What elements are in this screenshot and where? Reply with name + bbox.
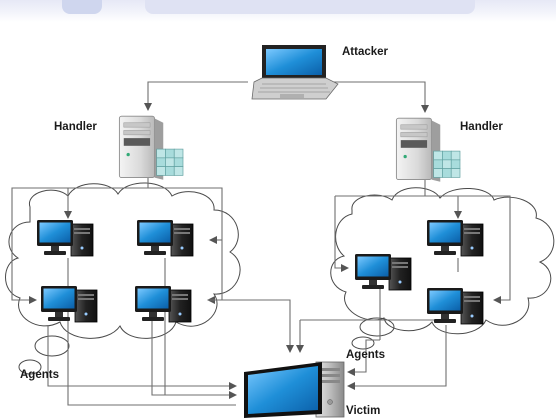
agents-right-label: Agents	[346, 349, 385, 361]
attacker-links	[144, 81, 429, 113]
victim-desktop-icon	[244, 361, 345, 418]
handler-left-server-icon	[118, 115, 184, 181]
agent-left-3-desktop-icon	[40, 285, 98, 323]
top-banner-strip	[0, 0, 556, 22]
cloud-right-puffs	[351, 317, 395, 350]
handler-right-server-icon	[395, 117, 461, 183]
cloud-left	[5, 182, 241, 339]
agent-right-1-desktop-icon	[426, 219, 484, 257]
handler-right-label: Handler	[460, 121, 503, 133]
agent-right-2-desktop-icon	[354, 253, 412, 291]
arrow-attacker-to-handler-left	[144, 81, 248, 111]
attacker-label: Attacker	[342, 46, 389, 58]
handler-left-label: Handler	[54, 121, 97, 133]
cloud-left-puffs	[18, 335, 70, 375]
agent-left-4-desktop-icon	[134, 285, 192, 323]
banner-chip-center	[145, 0, 475, 14]
arrow-attacker-to-handler-right	[328, 81, 429, 113]
attacker-laptop-icon	[251, 45, 339, 100]
agent-right-3-desktop-icon	[426, 287, 484, 325]
handler-right-links	[334, 178, 511, 304]
agents-left-label: Agents	[20, 369, 59, 381]
agent-left-2-desktop-icon	[136, 219, 194, 257]
agents-to-victim-links	[47, 258, 459, 406]
cloud-right	[330, 187, 555, 335]
agent-left-1-desktop-icon	[36, 219, 94, 257]
banner-chip-left	[62, 0, 102, 14]
victim-label: Victim	[346, 405, 381, 417]
